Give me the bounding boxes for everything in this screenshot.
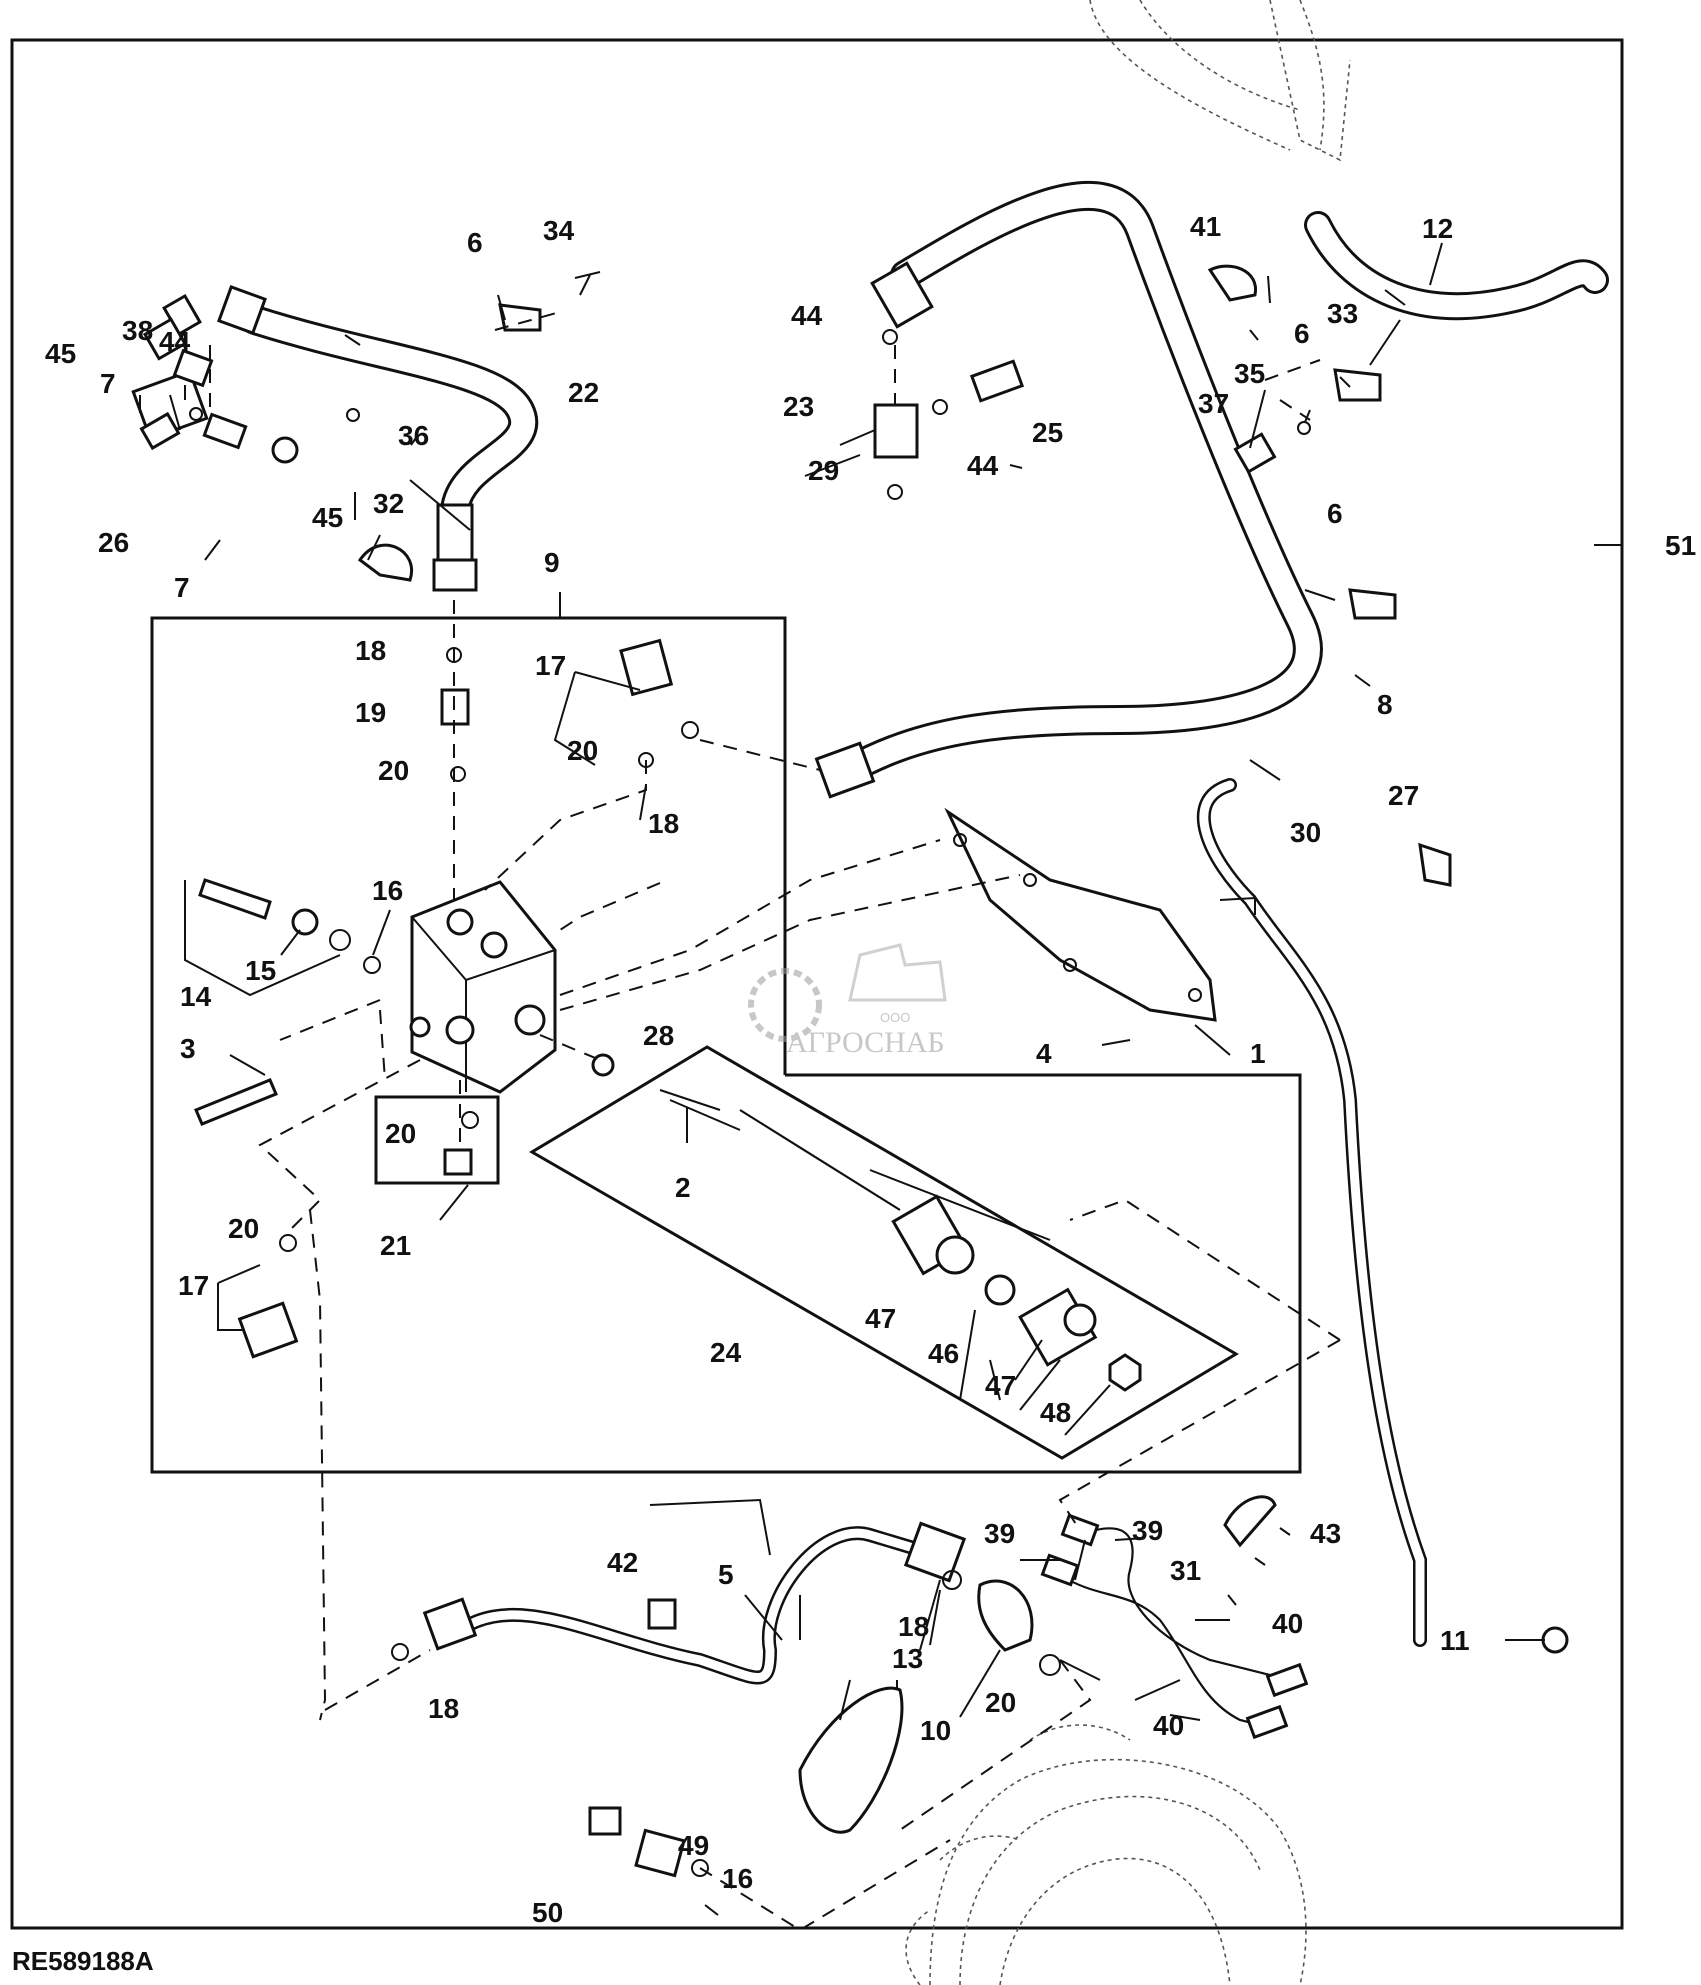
callout-24: 24 xyxy=(710,1337,742,1368)
callout-33: 33 xyxy=(1327,298,1358,329)
callout-5: 5 xyxy=(718,1559,734,1590)
callout-8: 8 xyxy=(1377,689,1393,720)
callout-10: 10 xyxy=(920,1715,951,1746)
leader-lines xyxy=(139,242,1622,1916)
callout-18-tube-nut: 18 xyxy=(898,1611,929,1642)
callout-39-right: 39 xyxy=(1132,1515,1163,1546)
callout-36: 36 xyxy=(398,420,429,451)
callout-7-bottom: 7 xyxy=(174,572,190,603)
callout-3: 3 xyxy=(180,1033,196,1064)
callout-9: 9 xyxy=(544,547,560,578)
callout-4: 4 xyxy=(1036,1038,1052,1069)
callout-47-lower: 47 xyxy=(985,1370,1016,1401)
callout-22: 22 xyxy=(568,377,599,408)
fittings xyxy=(131,264,1569,1878)
callout-51: 51 xyxy=(1665,530,1696,561)
callout-39-left: 39 xyxy=(984,1518,1015,1549)
assembly-frame xyxy=(10,38,1624,1930)
callout-40-upper: 40 xyxy=(1272,1608,1303,1639)
callout-14: 14 xyxy=(180,981,212,1012)
callout-48: 48 xyxy=(1040,1397,1071,1428)
tube-5 xyxy=(422,1521,967,1685)
callout-20-upper-right: 20 xyxy=(567,735,598,766)
callout-31: 31 xyxy=(1170,1555,1201,1586)
callout-27: 27 xyxy=(1388,780,1419,811)
tractor-outline-top xyxy=(1089,0,1351,162)
watermark-small-text: ООО xyxy=(880,1010,910,1025)
valve-cartridge-group-box xyxy=(529,1045,1239,1460)
callout-26: 26 xyxy=(98,527,129,558)
callout-21: 21 xyxy=(380,1230,411,1261)
mounting-plate-1 xyxy=(944,807,1217,1022)
callout-20-plug: 20 xyxy=(385,1118,416,1149)
callout-15: 15 xyxy=(245,955,276,986)
callout-49: 49 xyxy=(678,1830,709,1861)
hose-8 xyxy=(814,180,1323,799)
callout-1: 1 xyxy=(1250,1038,1266,1069)
engine-outline-bottom xyxy=(905,1724,1307,1985)
callout-45-right: 45 xyxy=(312,502,343,533)
callout-16-upper: 16 xyxy=(372,875,403,906)
callout-12: 12 xyxy=(1422,213,1453,244)
callout-18-tube-end: 18 xyxy=(428,1693,459,1724)
callout-23: 23 xyxy=(783,391,814,422)
callout-35: 35 xyxy=(1234,358,1265,389)
callout-16-lower: 16 xyxy=(722,1863,753,1894)
plug-group-box xyxy=(374,1095,500,1185)
callout-6-top: 6 xyxy=(467,227,483,258)
callout-43: 43 xyxy=(1310,1518,1341,1549)
callout-29: 29 xyxy=(808,455,839,486)
callout-30: 30 xyxy=(1290,817,1321,848)
callout-28: 28 xyxy=(643,1020,674,1051)
callout-20-lower-left: 20 xyxy=(228,1213,259,1244)
callout-34: 34 xyxy=(543,215,575,246)
figure-id: RE589188A xyxy=(12,1946,154,1976)
callout-18-upper: 18 xyxy=(355,635,386,666)
callout-44-lower: 44 xyxy=(967,450,999,481)
callout-25: 25 xyxy=(1032,417,1063,448)
callout-18-mid: 18 xyxy=(648,808,679,839)
tube-30 xyxy=(1196,778,1427,1647)
callout-17-lower: 17 xyxy=(178,1270,209,1301)
callout-20-upper-left: 20 xyxy=(378,755,409,786)
callout-13: 13 xyxy=(892,1643,923,1674)
callout-32: 32 xyxy=(373,488,404,519)
watermark-logo: ООО АГРОСНАБ xyxy=(748,943,947,1059)
callout-46: 46 xyxy=(928,1338,959,1369)
callout-37: 37 xyxy=(1198,388,1229,419)
callout-6-right: 6 xyxy=(1294,318,1310,349)
callout-11: 11 xyxy=(1440,1625,1470,1656)
hose-12 xyxy=(1304,211,1609,321)
hose-22 xyxy=(217,285,538,592)
callout-42: 42 xyxy=(607,1547,638,1578)
callout-40-lower: 40 xyxy=(1153,1710,1184,1741)
callout-45-left: 45 xyxy=(45,338,76,369)
callout-50: 50 xyxy=(532,1897,563,1928)
callout-47-upper: 47 xyxy=(865,1303,896,1334)
callout-17-upper: 17 xyxy=(535,650,566,681)
watermark-text: АГРОСНАБ xyxy=(786,1026,945,1059)
assembly-dashed-lines xyxy=(209,311,1341,1932)
valve-block xyxy=(409,880,557,1094)
callout-44-left: 44 xyxy=(159,326,191,357)
callout-44-upper: 44 xyxy=(791,300,823,331)
callouts: 1 2 3 4 5 6 6 6 7 7 8 9 10 11 12 13 14 1… xyxy=(45,211,1696,1928)
callout-2: 2 xyxy=(675,1172,691,1203)
callout-20-bottom: 20 xyxy=(985,1687,1016,1718)
wire-harness-31 xyxy=(1040,1513,1309,1740)
callout-6-mid: 6 xyxy=(1327,498,1343,529)
callout-19: 19 xyxy=(355,697,386,728)
callout-7-top: 7 xyxy=(100,368,116,399)
callout-38: 38 xyxy=(122,315,153,346)
callout-41: 41 xyxy=(1190,211,1221,242)
valve-group-box xyxy=(150,616,1302,1474)
